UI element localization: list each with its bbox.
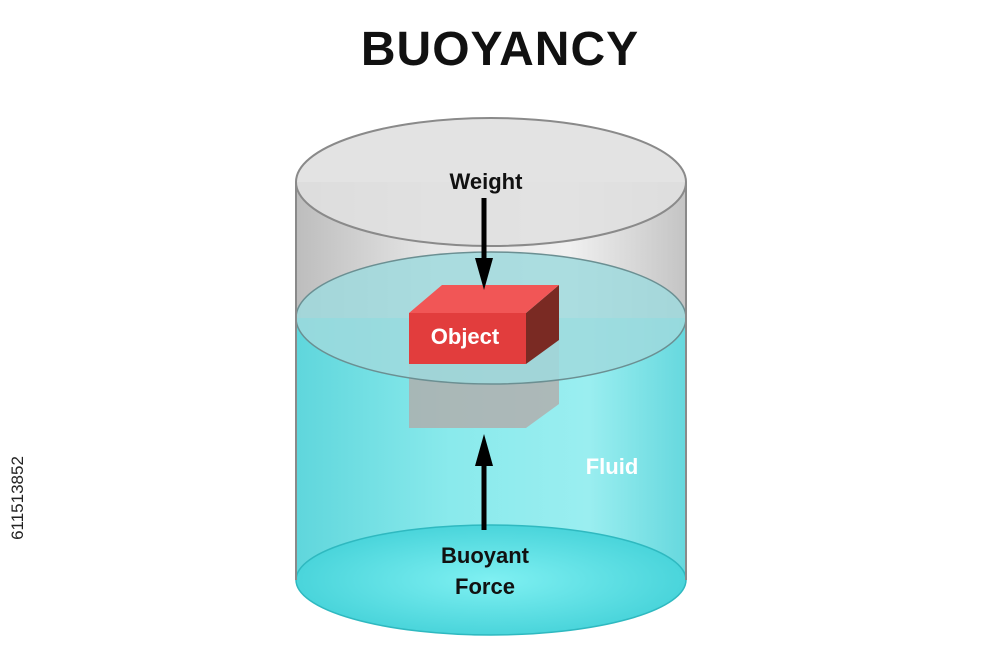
diagram-title: BUOYANCY [360, 23, 640, 76]
object-front [409, 313, 526, 364]
object-top [409, 285, 559, 313]
buoyant-arrow-head [475, 434, 493, 466]
object-side [526, 285, 559, 364]
weight-arrow-head [475, 258, 493, 290]
fluid-label: Fluid [586, 454, 639, 479]
buoyant-label-line2: Force [455, 574, 515, 599]
weight-label: Weight [450, 169, 524, 194]
object-label: Object [431, 324, 500, 349]
stock-id-text: 611513852 [8, 456, 27, 540]
buoyant-label-line1: Buoyant [441, 543, 530, 568]
